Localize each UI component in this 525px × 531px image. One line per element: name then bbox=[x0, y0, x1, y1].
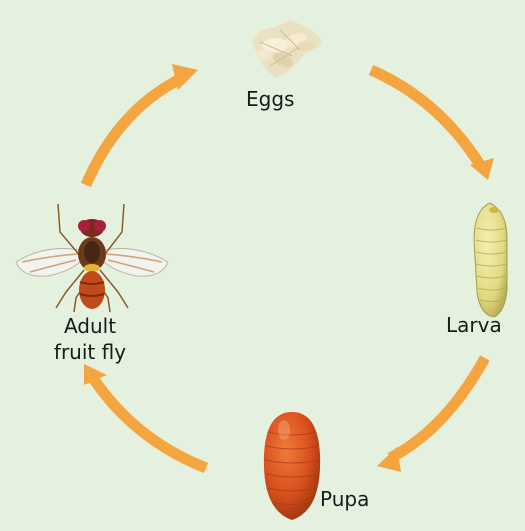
stage-label-adult-line1: Adult bbox=[40, 313, 140, 339]
stage-label-eggs: Eggs bbox=[246, 86, 326, 112]
arrow-adult-to-eggs bbox=[86, 78, 182, 185]
adult-fruit-fly-image bbox=[16, 204, 168, 312]
arrow-larva-to-pupa bbox=[390, 358, 485, 458]
stage-label-pupa: Pupa bbox=[320, 486, 369, 512]
arrow-eggs-to-larva bbox=[371, 70, 482, 168]
larva-image bbox=[474, 203, 507, 317]
stage-label-adult-line2: fruit fly bbox=[40, 339, 140, 365]
eggs-image bbox=[252, 20, 322, 78]
stage-label-larva: Larva bbox=[446, 312, 502, 338]
arrow-pupa-to-adult bbox=[93, 378, 206, 468]
pupa-image bbox=[264, 412, 320, 520]
stage-label-adult: Adult fruit fly bbox=[40, 313, 140, 365]
arrowhead-pupa bbox=[377, 447, 401, 472]
